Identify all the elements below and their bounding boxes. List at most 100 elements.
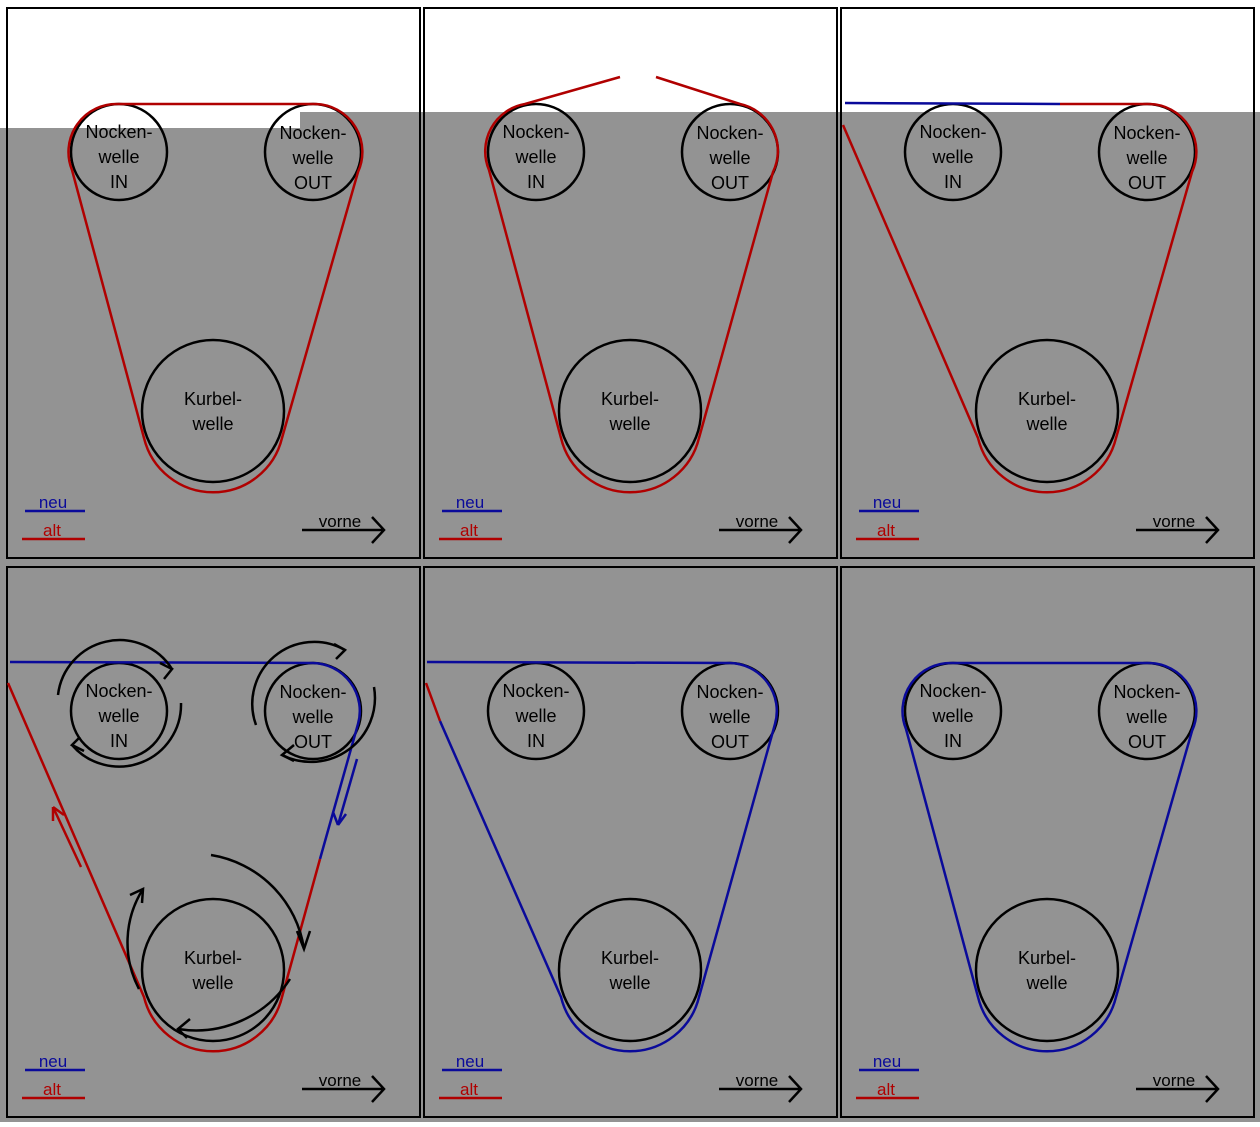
pulley-circle — [557, 338, 703, 484]
legend-new-label: neu — [873, 493, 901, 512]
crankshaft-pulley: Kurbel-welle — [974, 897, 1120, 1043]
panel-step-1: Nocken-welleINNocken-welleOUTKurbel-well… — [6, 7, 421, 559]
rotation-arc-icon — [126, 888, 145, 990]
front-direction-label: vorne — [319, 1071, 362, 1090]
new-belt — [9, 660, 361, 860]
panel-frame — [423, 566, 838, 1118]
pulley-circle — [486, 102, 586, 202]
crankshaft-pulley: Kurbel-welle — [557, 338, 703, 484]
arrowhead-icon — [333, 642, 348, 660]
front-direction-indicator: vorne — [1136, 512, 1220, 544]
arrowhead-icon — [176, 1018, 191, 1039]
crankshaft-label: welle — [608, 414, 650, 434]
arrow-right-icon — [719, 1075, 803, 1103]
crankshaft-pulley: Kurbel-welle — [140, 338, 286, 484]
arrowhead-icon — [279, 744, 295, 763]
arrow-right-icon — [302, 516, 386, 544]
camshaft-in-label: Nocken- — [919, 681, 986, 701]
camshaft-out-label: OUT — [711, 173, 749, 193]
rotation-arc-icon — [177, 978, 292, 1032]
legend-new-label: neu — [873, 1052, 901, 1071]
front-direction-indicator: vorne — [302, 1071, 386, 1103]
legend-new-label: neu — [456, 1052, 484, 1071]
front-direction-indicator: vorne — [1136, 1071, 1220, 1103]
rotation-arc-icon — [56, 638, 174, 696]
camshaft-in-label: IN — [944, 172, 962, 192]
arrowhead-icon — [69, 736, 85, 753]
crankshaft-label: welle — [191, 973, 233, 993]
new-belt — [901, 661, 1198, 1053]
pulley-circle — [140, 897, 286, 1043]
panel-step-4: Nocken-welleINNocken-welleOUTKurbel-well… — [6, 566, 421, 1118]
camshaft-in-label: welle — [514, 706, 556, 726]
legend: neu alt — [856, 493, 919, 541]
legend-new-label: neu — [39, 1052, 67, 1071]
camshaft-out-label: Nocken- — [279, 123, 346, 143]
arrow-right-icon — [1136, 516, 1220, 544]
camshaft-in-label: IN — [527, 172, 545, 192]
camshaft-out-label: welle — [1125, 148, 1167, 168]
legend-new-label: neu — [39, 493, 67, 512]
legend-old-label: alt — [877, 521, 895, 540]
old-belt — [483, 75, 780, 494]
camshaft-out-label: welle — [708, 707, 750, 727]
new-belt — [844, 101, 1061, 106]
rotation-arrows — [56, 638, 377, 1039]
crankshaft-label: welle — [1025, 973, 1067, 993]
front-direction-label: vorne — [1153, 512, 1196, 531]
arrow-right-icon — [1136, 1075, 1220, 1103]
camshaft-in-label: IN — [110, 172, 128, 192]
crankshaft-label: Kurbel- — [184, 389, 242, 409]
panel-frame — [6, 566, 421, 1118]
camshaft-in-label: Nocken- — [919, 122, 986, 142]
camshaft-in-label: Nocken- — [85, 122, 152, 142]
camshaft-in-label: welle — [514, 147, 556, 167]
arrowhead-icon — [295, 930, 312, 953]
front-direction-label: vorne — [1153, 1071, 1196, 1090]
arrow-right-icon — [719, 516, 803, 544]
legend-new-label: neu — [456, 493, 484, 512]
old-belt — [67, 102, 364, 494]
camshaft-out-label: Nocken- — [696, 123, 763, 143]
background — [0, 112, 1260, 1122]
camshaft-in-label: Nocken- — [85, 681, 152, 701]
camshaft-out-label: welle — [291, 148, 333, 168]
rotation-arc-icon — [281, 686, 377, 764]
old-belt-direction-arrow-icon — [51, 805, 83, 868]
legend-old-label: alt — [460, 1080, 478, 1099]
legend-old-label: alt — [43, 1080, 61, 1099]
pulley-circle — [140, 338, 286, 484]
crankshaft-label: welle — [191, 414, 233, 434]
camshaft-in-label: IN — [527, 731, 545, 751]
panel-frame — [840, 566, 1255, 1118]
camshaft-out-label: OUT — [711, 732, 749, 752]
crankshaft-pulley: Kurbel-welle — [974, 338, 1120, 484]
camshaft-in-label: welle — [931, 706, 973, 726]
crankshaft-label: welle — [608, 973, 650, 993]
arrow-right-icon — [302, 1075, 386, 1103]
panel-step-5: Nocken-welleINNocken-welleOUTKurbel-well… — [423, 566, 838, 1118]
panel-step-3: Nocken-welleINNocken-welleOUTKurbel-well… — [840, 7, 1255, 559]
crankshaft-pulley: Kurbel-welle — [140, 897, 286, 1043]
panel-frame — [840, 7, 1255, 559]
camshaft-in-label: Nocken- — [502, 122, 569, 142]
new-belt-direction-arrow-icon — [331, 758, 359, 826]
old-belt — [6, 682, 322, 1053]
crankshaft-pulley: Kurbel-welle — [557, 897, 703, 1043]
rotation-arc-icon — [71, 702, 183, 768]
new-belt — [426, 660, 778, 1053]
camshaft-out-label: Nocken- — [696, 682, 763, 702]
rotation-arc-icon — [210, 853, 306, 950]
front-direction-indicator: vorne — [302, 512, 386, 544]
camshaft-in-label: IN — [110, 731, 128, 751]
old-belt — [424, 682, 442, 722]
old-belt — [841, 102, 1198, 494]
camshaft-in-label: Nocken- — [502, 681, 569, 701]
panel-frame — [423, 7, 838, 559]
